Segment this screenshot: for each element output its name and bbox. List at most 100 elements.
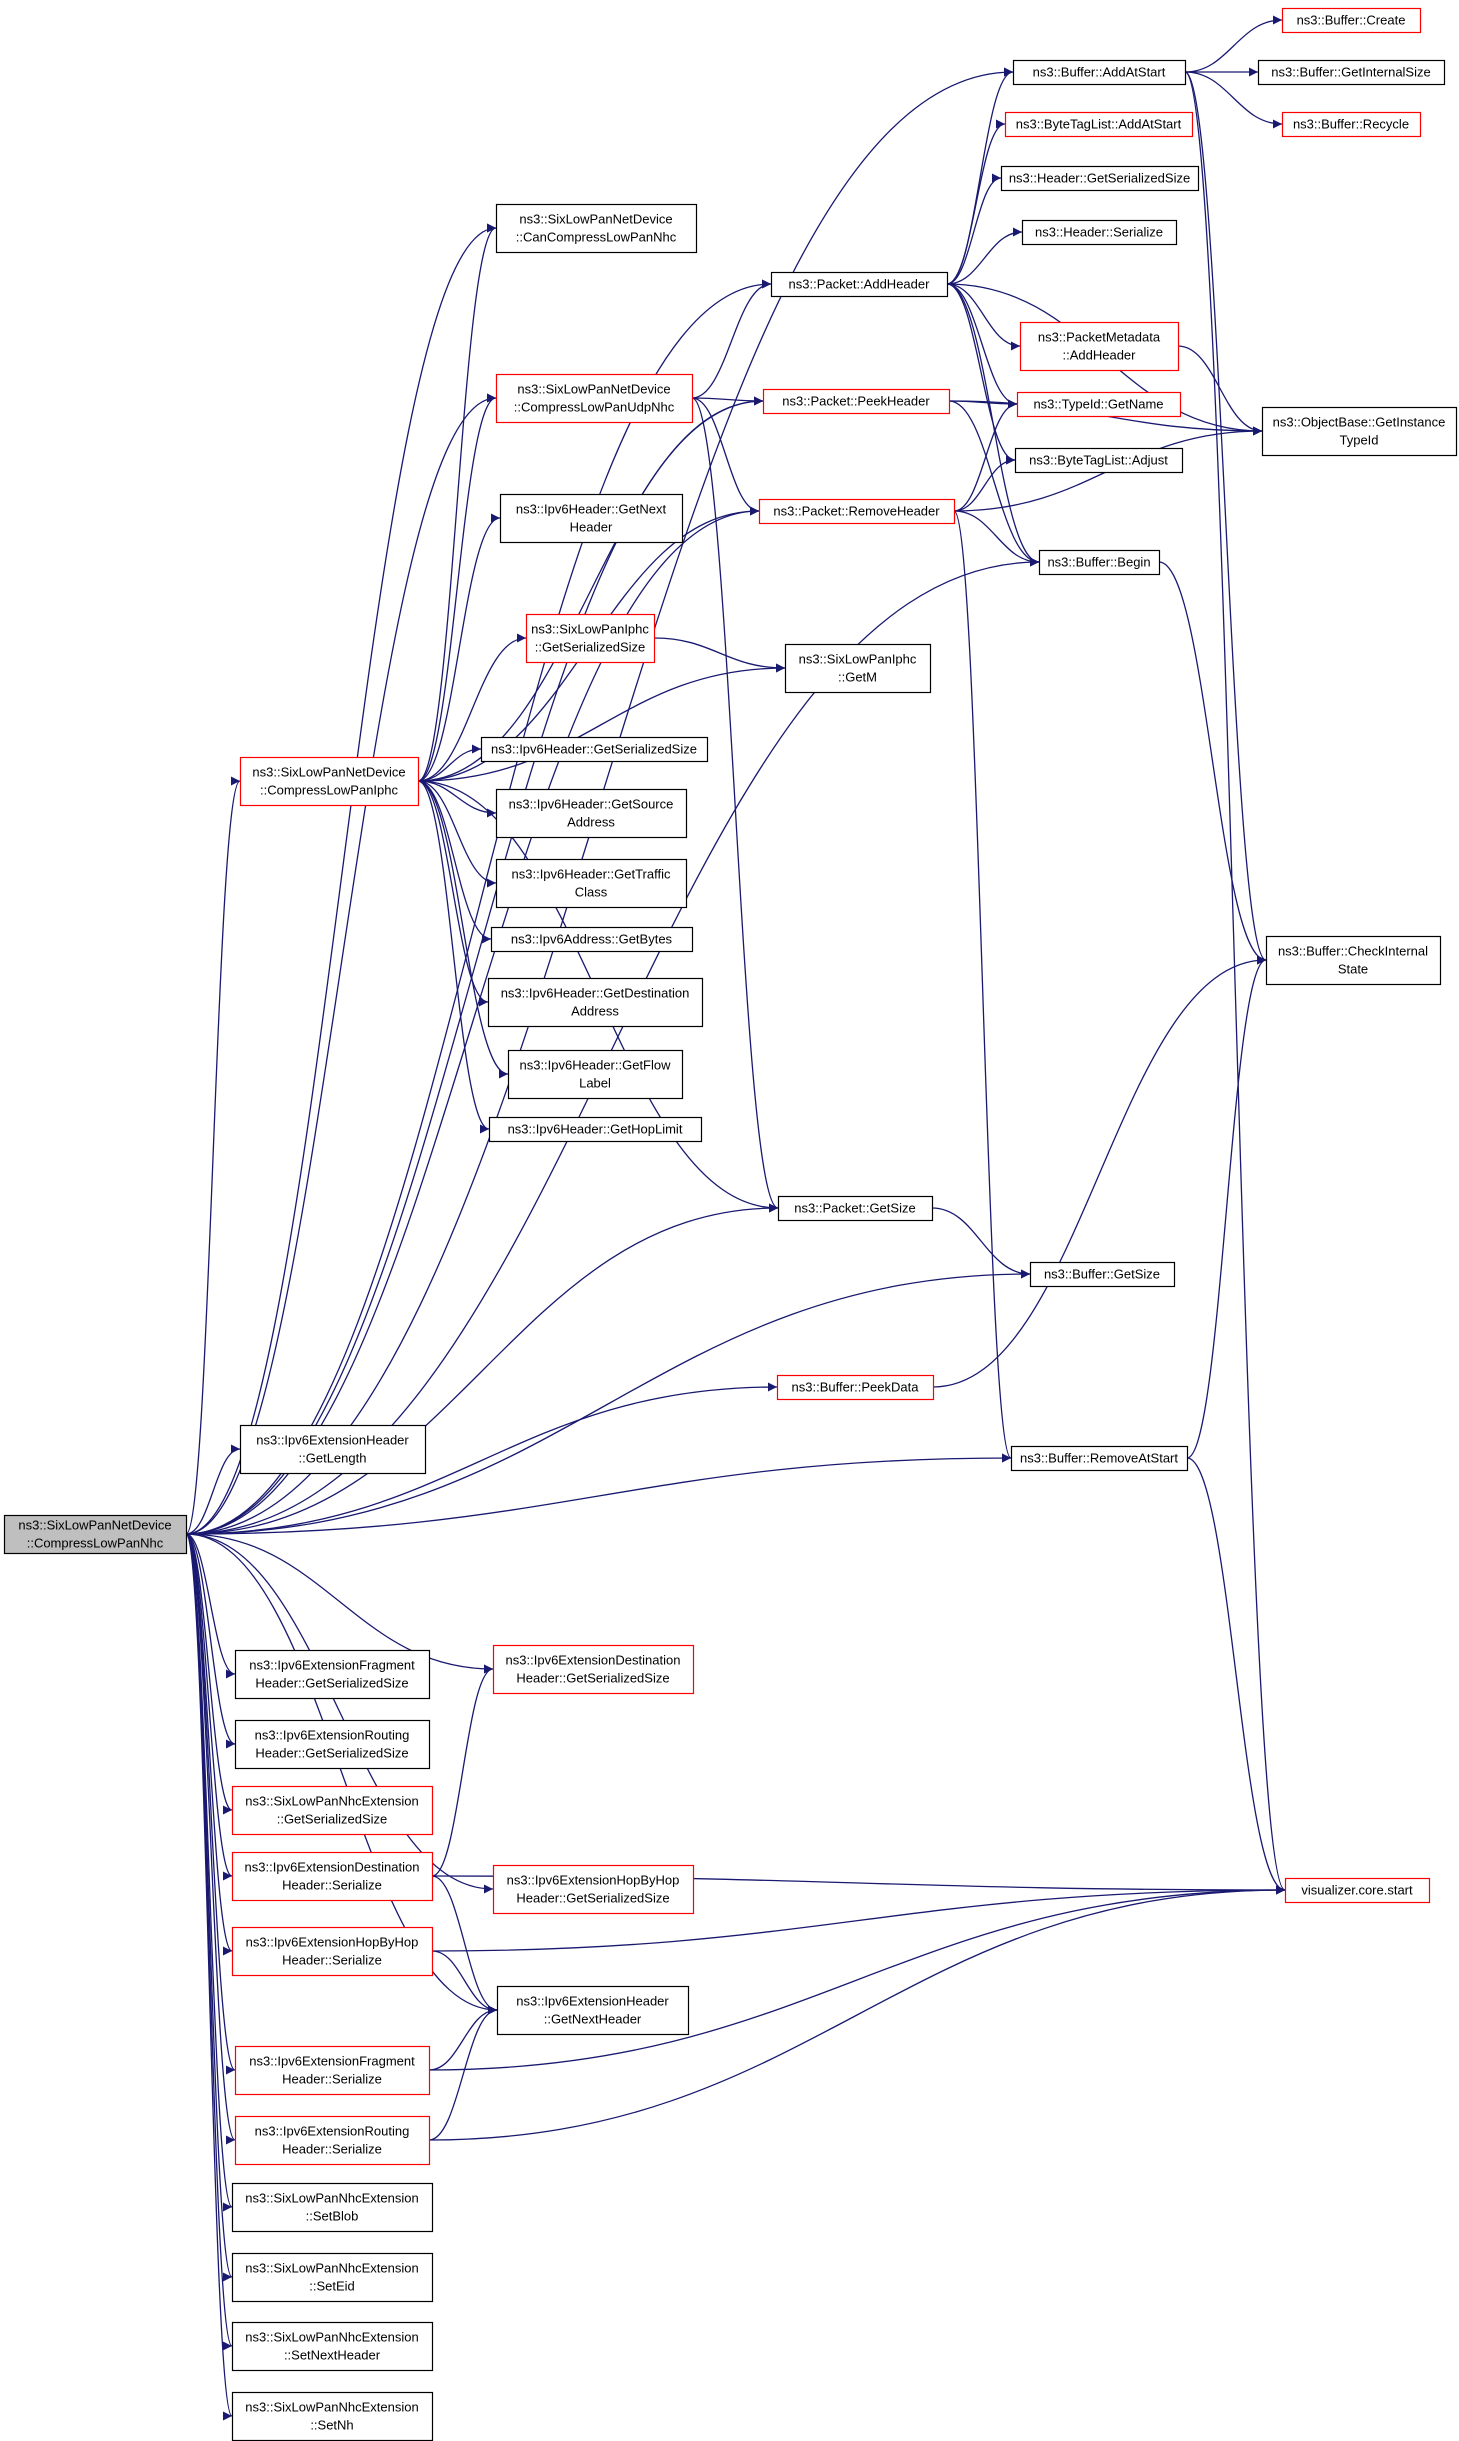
node-ext-get-length[interactable]: ns3::Ipv6ExtensionHeader::GetLength [239,1424,427,1475]
node-pkt-get-size[interactable]: ns3::Packet::GetSize [777,1195,934,1222]
node-rout-serialize[interactable]: ns3::Ipv6ExtensionRoutingHeader::Seriali… [234,2115,431,2166]
node-label: ns3::Ipv6ExtensionDestination [245,1860,420,1875]
node-compress-iphc[interactable]: ns3::SixLowPanNetDevice::CompressLowPanI… [239,756,420,807]
node-label: Header::GetSerializedSize [516,1891,669,1906]
node-hbh-get-ser-size[interactable]: ns3::Ipv6ExtensionHopByHopHeader::GetSer… [492,1864,695,1915]
node-hbh-serialize[interactable]: ns3::Ipv6ExtensionHopByHopHeader::Serial… [231,1926,434,1977]
node-label: ns3::Buffer::AddAtStart [1033,65,1166,80]
node-box [487,977,704,1028]
node-box [1038,549,1161,576]
node-box [231,2182,434,2233]
edge-add-header-to-hdr-serialize [946,227,1023,285]
node-label: Header::Serialize [282,2072,382,2087]
node-create[interactable]: ns3::Buffer::Create [1281,7,1422,34]
node-frag-get-ser-size[interactable]: ns3::Ipv6ExtensionFragmentHeader::GetSer… [234,1649,431,1700]
node-label: State [1338,962,1368,977]
edge-add-header-to-pm-add-header [946,283,1021,351]
node-remove-at-start[interactable]: ns3::Buffer::RemoveAtStart [1010,1445,1189,1472]
node-peek-header[interactable]: ns3::Packet::PeekHeader [762,388,951,415]
node-label: ::SetNextHeader [284,2348,381,2363]
node-box [777,1195,934,1222]
node-can-compress[interactable]: ns3::SixLowPanNetDevice::CanCompressLowP… [495,203,698,254]
node-box [231,2252,434,2303]
node-set-nh[interactable]: ns3::SixLowPanNhcExtension::SetNh [231,2391,434,2441]
node-ipv6-get-next-header[interactable]: ns3::Ipv6Header::GetNextHeader [499,493,684,544]
edge-remove-header-to-btl-adjust [953,455,1016,512]
node-label: ns3::SixLowPanNetDevice [18,1518,171,1533]
node-box [495,373,694,424]
node-set-blob[interactable]: ns3::SixLowPanNhcExtension::SetBlob [231,2182,434,2233]
node-label: ns3::SixLowPanNhcExtension [245,2400,418,2415]
node-ipv6-get-hop[interactable]: ns3::Ipv6Header::GetHopLimit [488,1116,703,1143]
node-nhc-ext-get-ser-size[interactable]: ns3::SixLowPanNhcExtension::GetSerialize… [231,1785,434,1836]
node-label: ::CanCompressLowPanNhc [516,230,677,245]
node-dest-get-ser-size[interactable]: ns3::Ipv6ExtensionDestinationHeader::Get… [492,1644,695,1695]
node-label: ns3::SixLowPanNhcExtension [245,1794,418,1809]
node-box [496,1985,690,2036]
node-buf-get-size[interactable]: ns3::Buffer::GetSize [1029,1261,1176,1288]
node-box [495,858,688,909]
node-remove-header[interactable]: ns3::Packet::RemoveHeader [758,498,956,525]
node-label: Header [570,520,613,535]
node-set-eid[interactable]: ns3::SixLowPanNhcExtension::SetEid [231,2252,434,2303]
edge-compress-udp-to-add-header [691,279,772,399]
node-root[interactable]: ns3::SixLowPanNetDevice::CompressLowPanN… [3,1514,188,1555]
edge-root-to-buf-begin [185,557,1040,1535]
edge-compress-udp-to-remove-header [691,397,760,516]
node-add-header[interactable]: ns3::Packet::AddHeader [770,271,949,298]
node-box [231,1785,434,1836]
edge-compress-iphc-to-compress-udp [417,393,497,782]
node-label: ns3::Buffer::CheckInternal [1278,944,1428,959]
node-btl-adjust[interactable]: ns3::ByteTagList::Adjust [1014,447,1184,474]
node-hdr-get-ser-size[interactable]: ns3::Header::GetSerializedSize [1000,165,1200,192]
node-label: ns3::Packet::PeekHeader [782,394,930,409]
node-compress-udp[interactable]: ns3::SixLowPanNetDevice::CompressLowPanU… [495,373,694,424]
node-iphc-get-m[interactable]: ns3::SixLowPanIphc::GetM [784,643,932,694]
node-box [1014,447,1184,474]
node-box [776,1374,935,1401]
node-label: Header::Serialize [282,1878,382,1893]
node-get-internal-size[interactable]: ns3::Buffer::GetInternalSize [1257,59,1446,86]
node-label: ns3::Ipv6Header::GetTraffic [512,867,671,882]
node-label: ns3::Ipv6Address::GetBytes [511,932,673,947]
node-pm-add-header[interactable]: ns3::PacketMetadata::AddHeader [1019,321,1180,372]
node-rout-get-ser-size[interactable]: ns3::Ipv6ExtensionRoutingHeader::GetSeri… [234,1719,431,1770]
edge-root-to-rout-get-ser-size [185,1533,236,1749]
node-box [1010,1445,1189,1472]
edge-root-to-nhc-ext-get-ser-size [185,1533,233,1815]
node-add-at-start[interactable]: ns3::Buffer::AddAtStart [1012,59,1187,86]
node-label: ns3::SixLowPanIphc [799,652,917,667]
node-box [1284,1877,1431,1904]
node-addr-get-bytes[interactable]: ns3::Ipv6Address::GetBytes [490,926,694,953]
node-iphc-get-ser-size[interactable]: ns3::SixLowPanIphc::GetSerializedSize [525,613,656,664]
edge-compress-iphc-to-ipv6-get-ser-size [417,744,482,782]
node-box [234,2115,431,2166]
edge-iphc-get-ser-size-to-iphc-get-m [653,637,786,673]
node-label: ns3::SixLowPanNhcExtension [245,2261,418,2276]
node-set-next-header[interactable]: ns3::SixLowPanNhcExtension::SetNextHeade… [231,2321,434,2372]
edge-root-to-ext-get-length [185,1444,241,1535]
node-frag-serialize[interactable]: ns3::Ipv6ExtensionFragmentHeader::Serial… [234,2045,431,2096]
node-viz-start[interactable]: visualizer.core.start [1284,1877,1431,1904]
node-recycle[interactable]: ns3::Buffer::Recycle [1281,111,1422,138]
node-ext-get-next-header[interactable]: ns3::Ipv6ExtensionHeader::GetNextHeader [496,1985,690,2036]
node-btl-add-at-start[interactable]: ns3::ByteTagList::AddAtStart [1004,111,1194,138]
node-dest-serialize[interactable]: ns3::Ipv6ExtensionDestinationHeader::Ser… [231,1851,434,1902]
node-hdr-serialize[interactable]: ns3::Header::Serialize [1021,219,1178,246]
node-get-name[interactable]: ns3::TypeId::GetName [1016,391,1182,418]
node-label: ns3::Ipv6ExtensionHeader [516,1994,669,2009]
node-peek-data[interactable]: ns3::Buffer::PeekData [776,1374,935,1401]
edge-compress-iphc-to-iphc-get-ser-size [417,633,527,782]
node-label: ns3::Buffer::PeekData [792,1380,920,1395]
node-ipv6-get-ser-size[interactable]: ns3::Ipv6Header::GetSerializedSize [480,736,709,763]
edge-add-header-to-get-name [946,283,1018,409]
node-buf-begin[interactable]: ns3::Buffer::Begin [1038,549,1161,576]
edge-root-to-dest-get-ser-size [185,1533,494,1674]
node-label: Address [567,815,615,830]
